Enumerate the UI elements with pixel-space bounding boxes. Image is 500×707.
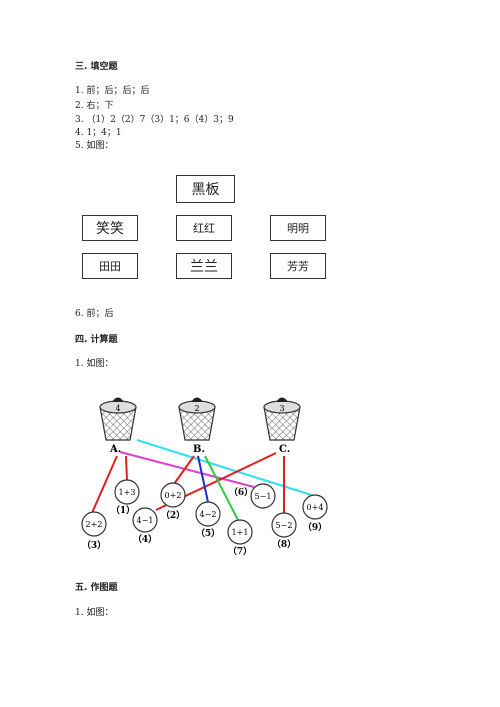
ball-4minus1: 4−1 （4） (132, 507, 158, 545)
answer-line-5: 5. 如图： (75, 141, 114, 151)
blackboard-box: 黑板 (176, 175, 235, 203)
basket-2-number: 2 (194, 404, 199, 413)
basket-4-number: 4 (115, 404, 120, 413)
seat-r2-c3: 芳芳 (270, 253, 326, 279)
ball-0plus4-expr: 0+4 (307, 503, 324, 512)
line-red-1 (91, 455, 118, 514)
ball-5minus2-index: （8） (272, 539, 296, 550)
ball-4minus2-index: （5） (196, 528, 220, 539)
ball-5minus1: 5−1 （6） (229, 483, 276, 509)
basket-3: 3 (263, 397, 301, 441)
ball-5minus1-index: （6） (229, 487, 253, 498)
answer-line-1: 1. 前；后；后；后 (75, 86, 150, 96)
answer-line-4: 4. 1；4；1 (75, 128, 122, 138)
answer-line-6: 6. 前；后 (75, 309, 114, 319)
section4-intro: 1. 如图： (75, 359, 114, 369)
ball-5minus2: 5−2 （8） (271, 512, 297, 550)
ball-0plus2-index: （2） (161, 510, 185, 521)
ball-1plus1-index: （7） (228, 546, 252, 557)
line-red-2 (125, 455, 128, 481)
basket-label-c: C. (279, 444, 290, 455)
line-magenta (119, 451, 255, 488)
line-red-3 (173, 455, 195, 485)
basket-label-a: A. (109, 444, 121, 455)
ball-0plus4-index: （9） (303, 522, 327, 533)
ball-4minus1-expr: 4−1 (137, 516, 154, 525)
section4-heading: 四. 计算题 (75, 335, 118, 345)
seat-r1-c3: 明明 (270, 215, 326, 241)
ball-5minus1-expr: 5−1 (255, 492, 272, 501)
basket-3-number: 3 (279, 404, 284, 413)
line-cyan (136, 439, 319, 498)
ball-2plus2-index: （3） (82, 540, 106, 551)
ball-0plus2: 0+2 （2） (160, 482, 186, 521)
seat-r2-c2: 兰兰 (176, 253, 232, 279)
ball-5minus2-expr: 5−2 (276, 521, 293, 530)
section5-intro: 1. 如图： (75, 608, 114, 618)
seat-r1-c1: 笑笑 (82, 215, 138, 241)
ball-1plus3-index: （1） (111, 505, 135, 516)
answer-line-2: 2. 右；下 (75, 101, 114, 111)
section5-heading: 五. 作图题 (75, 583, 118, 593)
seat-r1-c2: 红红 (176, 215, 232, 241)
answer-line-3: 3. （1）2（2）7（3）1；6（4）3；9 (75, 115, 234, 125)
line-green (204, 455, 239, 521)
ball-1plus3-expr: 1+3 (119, 488, 136, 497)
basket-4: 4 (99, 397, 137, 441)
ball-0plus4: 0+4 （9） (302, 494, 328, 533)
basket-2: 2 (178, 397, 216, 441)
ball-0plus2-expr: 0+2 (165, 491, 182, 500)
seat-r2-c1: 田田 (82, 253, 138, 279)
ball-4minus2: 4−2 （5） (195, 501, 221, 539)
ball-1plus3: 1+3 （1） (111, 479, 140, 516)
ball-1plus1-expr: 1+1 (232, 528, 249, 537)
ball-4minus2-expr: 4−2 (200, 510, 217, 519)
ball-1plus1: 1+1 （7） (227, 519, 253, 557)
ball-4minus1-index: （4） (133, 534, 157, 545)
ball-2plus2: 2+2 （3） (81, 511, 107, 551)
line-blue (197, 455, 209, 503)
section3-heading: 三. 填空题 (75, 62, 118, 72)
basket-label-b: B. (193, 444, 205, 455)
ball-2plus2-expr: 2+2 (86, 520, 103, 529)
